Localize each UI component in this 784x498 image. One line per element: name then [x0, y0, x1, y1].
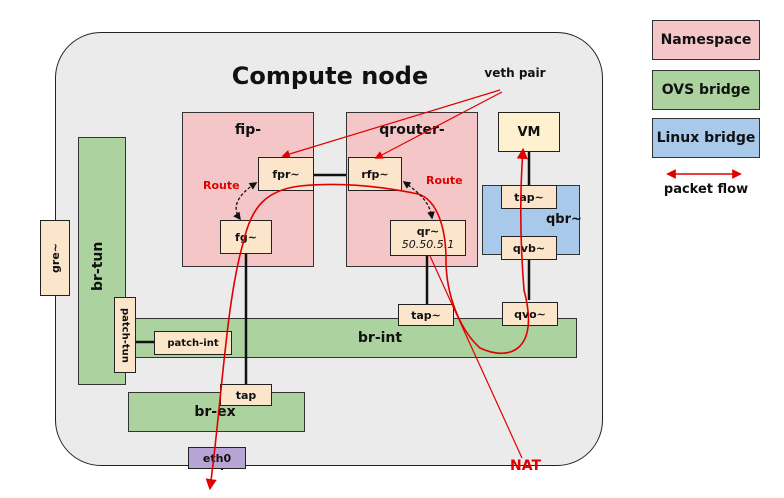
patch-tun-label: patch-tun: [119, 307, 131, 363]
qbr-label: qbr~: [546, 212, 582, 227]
gre-port: gre~: [40, 220, 70, 296]
patch-tun-port: patch-tun: [114, 297, 136, 373]
qrouter-namespace-label: qrouter-: [379, 122, 445, 138]
route-right-label: Route: [426, 174, 463, 187]
route-left-label: Route: [203, 179, 240, 192]
compute-node-title: Compute node: [231, 62, 429, 90]
fip-namespace-label: fip-: [234, 122, 262, 138]
veth-pair-label: veth pair: [484, 66, 546, 80]
nat-label: NAT: [510, 458, 542, 474]
vm-box: VM: [498, 112, 560, 152]
legend-ovs-bridge: OVS bridge: [652, 70, 760, 110]
legend-packet-flow: packet flow: [663, 182, 749, 197]
legend-namespace: Namespace: [652, 20, 760, 60]
legend-linux-bridge: Linux bridge: [652, 118, 760, 158]
